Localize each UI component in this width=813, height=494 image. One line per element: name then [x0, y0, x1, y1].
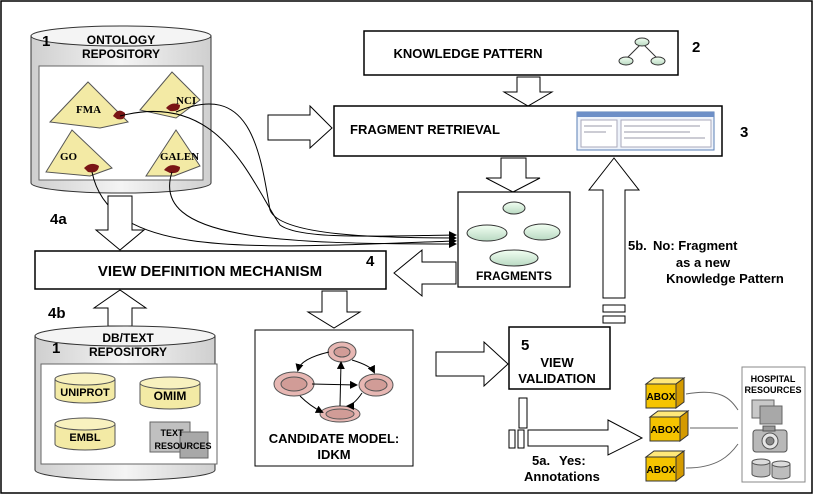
resource-embl-label: EMBL — [69, 432, 100, 444]
fragments-label: FRAGMENTS — [476, 269, 552, 283]
text-resources-label-2: RESOURCES — [154, 441, 211, 451]
resource-uniprot: UNIPROT — [54, 372, 116, 404]
fragment-retrieval-box: FRAGMENT RETRIEVAL — [333, 105, 723, 157]
arrow-4a — [94, 195, 146, 251]
fragment-retrieval-number: 3 — [740, 124, 748, 141]
arrow-fragments-to-view — [393, 248, 457, 298]
ontology-fma-label: FMA — [76, 104, 101, 116]
ontology-repository-title-1: ONTOLOGY — [87, 33, 155, 47]
knowledge-pattern-number: 2 — [692, 39, 700, 56]
camera-icon — [752, 425, 788, 453]
text-resources-label-1: TEXT — [160, 428, 184, 438]
documents-icon — [751, 399, 783, 425]
view-validation-label-2: VALIDATION — [518, 371, 596, 386]
resource-omim-label: OMIM — [154, 389, 187, 403]
resource-omim: OMIM — [139, 376, 201, 410]
view-definition-label: VIEW DEFINITION MECHANISM — [98, 263, 322, 280]
label-4b: 4b — [48, 305, 66, 322]
ontology-nci: NCI — [139, 71, 201, 119]
candidate-model-label-2: IDKM — [317, 447, 350, 462]
view-validation-label-1: VIEW — [540, 355, 574, 370]
resource-uniprot-label: UNIPROT — [60, 387, 110, 399]
arrow-5b — [587, 157, 641, 324]
ontology-fragment-links — [91, 103, 457, 248]
ontology-repository-number: 1 — [42, 33, 50, 50]
hospital-label-2: RESOURCES — [744, 385, 801, 395]
arrow-4b — [92, 289, 148, 327]
abox-label-3: ABOX — [647, 465, 676, 476]
abox-cube-1: ABOX — [644, 377, 686, 409]
ontology-repository: 1 ONTOLOGY REPOSITORY FMA NCI GO GALEN — [30, 25, 212, 194]
ontology-galen-label: GALEN — [160, 151, 199, 163]
no-branch-line-3: Knowledge Pattern — [666, 271, 784, 286]
fragments-box: FRAGMENTS — [457, 191, 571, 288]
abox-cube-3: ABOX — [644, 450, 686, 482]
arrow-retrieval-to-fragments — [485, 157, 541, 193]
view-validation-number: 5 — [521, 337, 529, 354]
yes-branch-line-1: Yes: — [559, 453, 586, 468]
yes-branch-line-2: Annotations — [524, 469, 600, 484]
no-branch-prefix: 5b. — [628, 238, 647, 253]
ontology-go-label: GO — [60, 151, 78, 163]
label-4a: 4a — [50, 211, 67, 228]
view-definition-box: VIEW DEFINITION MECHANISM — [34, 250, 387, 290]
yes-branch-prefix: 5a. — [532, 453, 550, 468]
db-repository-number: 1 — [52, 340, 60, 357]
view-definition-number: 4 — [366, 253, 375, 270]
ontology-go: GO — [45, 129, 113, 177]
abox-hospital-links — [685, 391, 739, 469]
arrow-kp-to-retrieval — [502, 76, 554, 107]
knowledge-pattern-box: KNOWLEDGE PATTERN — [363, 30, 679, 76]
db-repository-title-2: REPOSITORY — [89, 345, 167, 359]
candidate-model-box: CANDIDATE MODEL: IDKM — [254, 329, 414, 467]
hospital-label-1: HOSPITAL — [751, 374, 796, 384]
db-repository-title-1: DB/TEXT — [102, 331, 154, 345]
abox-label-2: ABOX — [651, 425, 680, 436]
arrow-candidate-to-validation — [435, 340, 509, 388]
pattern-tree-icon — [618, 37, 666, 66]
ontology-repository-title-2: REPOSITORY — [82, 47, 160, 61]
resource-embl: EMBL — [54, 417, 116, 451]
fragment-retrieval-label: FRAGMENT RETRIEVAL — [350, 122, 500, 137]
knowledge-pattern-label: KNOWLEDGE PATTERN — [393, 46, 542, 61]
hospital-resources-box: HOSPITAL RESOURCES — [741, 366, 806, 483]
ontology-galen: GALEN — [145, 129, 201, 177]
view-validation-box: 5 VIEW VALIDATION — [508, 326, 611, 390]
retrieval-screenshot-icon — [576, 111, 715, 151]
arrow-5a — [508, 397, 644, 456]
ontology-nci-label: NCI — [176, 95, 196, 107]
idkm-graph-icon — [273, 341, 394, 423]
text-resources: TEXT RESOURCES — [149, 421, 212, 459]
ontology-fma: FMA — [48, 81, 130, 129]
db-text-repository: 1 DB/TEXT REPOSITORY UNIPROT OMIM EMBL T… — [34, 325, 218, 481]
abox-label-1: ABOX — [647, 392, 676, 403]
database-icon — [751, 458, 791, 480]
no-branch-line-1: No: Fragment — [653, 238, 738, 253]
no-branch-line-2: as a new — [676, 255, 731, 270]
arrow-view-to-candidate — [306, 290, 362, 329]
abox-cube-2: ABOX — [648, 410, 690, 442]
arrow-ontology-to-retrieval — [267, 104, 333, 150]
candidate-model-label-1: CANDIDATE MODEL: — [269, 431, 399, 446]
